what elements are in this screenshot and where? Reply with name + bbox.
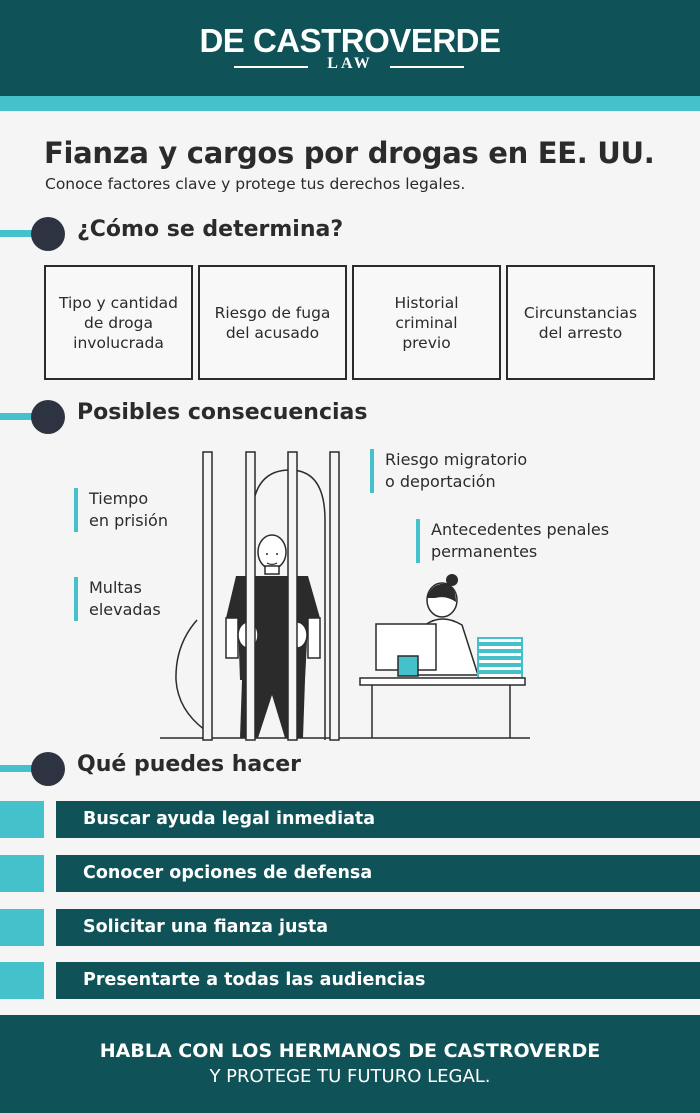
consequence-text: Riesgo migratorio — [385, 450, 528, 469]
logo-divider-right — [390, 66, 464, 68]
consequence-text: elevadas — [89, 600, 161, 619]
section-title-consequences: Posibles consecuencias — [77, 400, 368, 425]
footer-headline: HABLA CON LOS HERMANOS DE CASTROVERDE — [99, 1040, 601, 1062]
header-bar — [0, 0, 700, 96]
jail-bars — [202, 451, 340, 741]
prisoner-figure — [225, 534, 321, 738]
logo-divider-left — [234, 66, 308, 68]
section-title-determine: ¿Cómo se determina? — [77, 217, 344, 242]
factor-box: Circunstancias del arresto — [506, 265, 655, 380]
page-title: Fianza y cargos por drogas en EE. UU. — [44, 136, 655, 170]
action-item: Presentarte a todas las audiencias — [56, 962, 700, 999]
curve-line — [175, 619, 206, 731]
page-subtitle: Conoce factores clave y protege tus dere… — [45, 175, 466, 193]
logo-wordmark: DE CASTROVERDE — [199, 22, 501, 59]
action-accent — [0, 801, 44, 838]
header-accent-band — [0, 96, 700, 111]
action-item: Conocer opciones de defensa — [56, 855, 700, 892]
factor-text: Riesgo de fuga del acusado — [214, 303, 331, 342]
section-bullet-icon — [31, 400, 65, 434]
action-accent — [0, 855, 44, 892]
factor-box: Tipo y cantidad de droga involucrada — [44, 265, 193, 380]
factor-box: Riesgo de fuga del acusado — [198, 265, 347, 380]
factor-box: Historial criminal previo — [352, 265, 501, 380]
consequence-migration: Riesgo migratorio o deportación — [370, 449, 527, 493]
action-item: Buscar ayuda legal inmediata — [56, 801, 700, 838]
action-item: Solicitar una fianza justa — [56, 909, 700, 946]
consequence-text: en prisión — [89, 511, 168, 530]
factor-text: Circunstancias del arresto — [523, 303, 638, 342]
action-accent — [0, 962, 44, 999]
consequence-fines: Multas elevadas — [74, 577, 161, 621]
consequence-text: Multas — [89, 578, 142, 597]
office-illustration — [359, 574, 526, 738]
consequence-record: Antecedentes penales permanentes — [416, 519, 609, 563]
section-bullet-icon — [31, 752, 65, 786]
footer-bar — [0, 1015, 700, 1113]
consequence-text: o deportación — [385, 472, 496, 491]
section-accent-line — [0, 765, 40, 772]
consequence-text: permanentes — [431, 542, 538, 561]
factor-text: Tipo y cantidad de droga involucrada — [58, 293, 179, 352]
section-accent-line — [0, 413, 40, 420]
footer-subline: Y PROTEGE TU FUTURO LEGAL. — [209, 1066, 491, 1087]
jail-illustration — [160, 451, 530, 741]
action-accent — [0, 909, 44, 946]
factor-text: Historial criminal previo — [394, 293, 459, 352]
consequence-text: Tiempo — [89, 489, 149, 508]
section-accent-line — [0, 230, 40, 237]
consequence-text: Antecedentes penales — [431, 520, 610, 539]
consequence-prison: Tiempo en prisión — [74, 488, 168, 532]
logo-subtitle: LAW — [327, 55, 373, 72]
section-title-actions: Qué puedes hacer — [77, 752, 302, 777]
section-bullet-icon — [31, 217, 65, 251]
